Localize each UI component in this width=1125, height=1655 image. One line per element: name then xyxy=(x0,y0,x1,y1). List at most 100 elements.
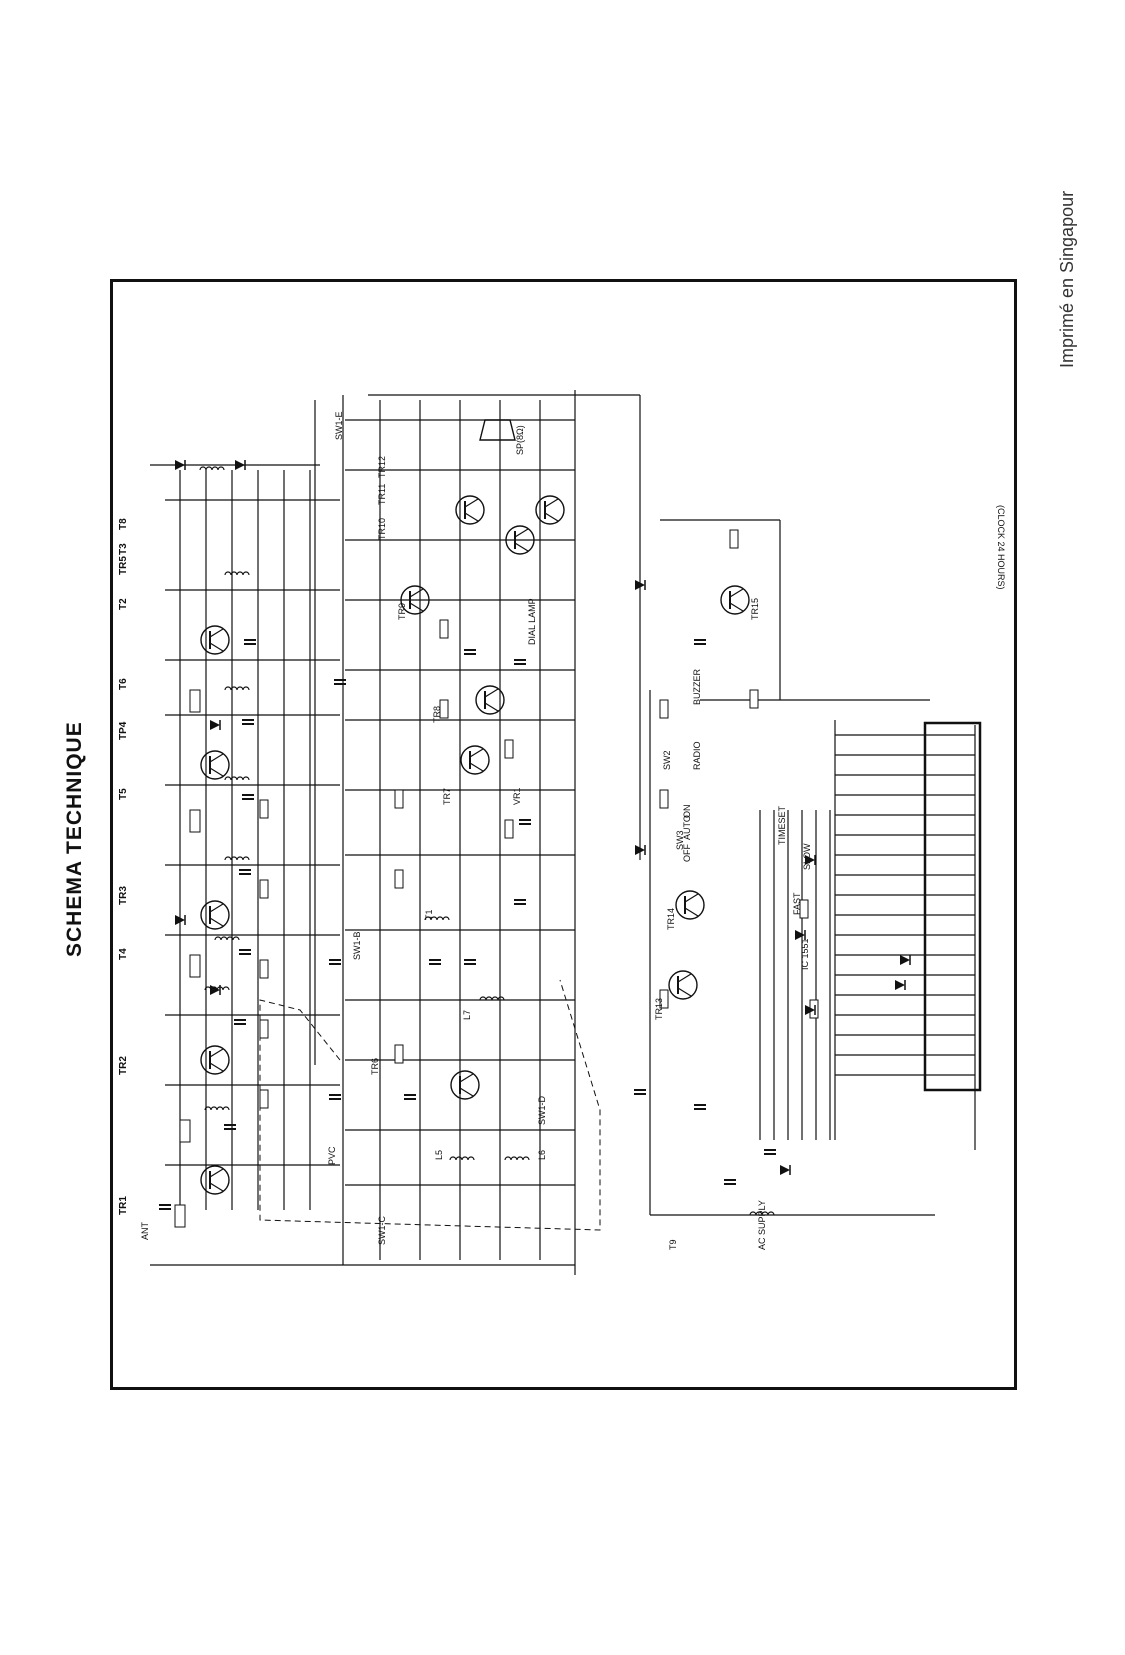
diode-symbol xyxy=(805,855,815,865)
resistor-symbol xyxy=(189,809,201,833)
resistor-symbol xyxy=(729,529,739,549)
stage-label: T2 xyxy=(118,598,129,610)
resistor-symbol xyxy=(179,1119,191,1143)
transistor-emitter xyxy=(459,1087,474,1097)
coil-turn xyxy=(224,856,232,861)
coil-turn xyxy=(442,916,450,921)
coil-turn xyxy=(461,1156,469,1161)
transistor-symbol xyxy=(720,585,750,615)
transistor-emitter xyxy=(209,1182,224,1192)
transistor-emitter xyxy=(209,917,224,927)
resistor-symbol xyxy=(259,1019,269,1039)
transistor-emitter xyxy=(684,907,699,917)
transistor-collector xyxy=(514,528,529,538)
coil-turn xyxy=(236,856,244,861)
coil-turn xyxy=(224,776,232,781)
coil-turn xyxy=(222,986,230,991)
transistor-collector xyxy=(409,588,424,598)
section-label: TR12 xyxy=(377,456,387,478)
section-label: TR13 xyxy=(654,998,664,1020)
transistor-symbol xyxy=(200,750,230,780)
section-label: SLOW xyxy=(802,843,812,870)
transistor-collector xyxy=(464,498,479,508)
section-label: SW1-B xyxy=(352,931,362,960)
transistor-symbol xyxy=(505,525,535,555)
switch-mode-label: ON xyxy=(682,805,692,819)
schematic-frame xyxy=(110,279,1017,1390)
section-label: PVC xyxy=(327,1146,337,1165)
section-label: TR6 xyxy=(370,1058,380,1075)
labels-layer: TR1TR2T4TR3T5TP4T6T2TR5T3T8ANTPVCSW1-CSW… xyxy=(118,411,1006,1250)
section-label: TR9 xyxy=(397,603,407,620)
coil-turn xyxy=(211,466,219,471)
gang-link xyxy=(259,979,601,1231)
transistor-symbol xyxy=(460,745,490,775)
diode-symbol xyxy=(635,580,645,590)
transistor-symbol xyxy=(200,1165,230,1195)
section-label: TR14 xyxy=(666,908,676,930)
coil-turn xyxy=(467,1156,475,1161)
diode-symbol xyxy=(805,1005,815,1015)
transistor-collector xyxy=(209,1168,224,1178)
section-label: TR7 xyxy=(442,788,452,805)
diode-symbol xyxy=(635,845,645,855)
resistor-symbol xyxy=(259,879,269,899)
diode-symbol xyxy=(175,460,185,470)
section-label: TR11 xyxy=(377,484,387,505)
coil-turn xyxy=(236,686,244,691)
coil-turn xyxy=(224,686,232,691)
speaker-icon xyxy=(479,419,516,441)
stage-label: T4 xyxy=(118,948,129,960)
resistor-symbol xyxy=(259,959,269,979)
transistor-collector xyxy=(209,628,224,638)
coil-turn xyxy=(449,1156,457,1161)
coil-turn xyxy=(436,916,444,921)
stage-label: TR2 xyxy=(118,1056,129,1075)
section-label: FAST xyxy=(792,892,802,915)
resistor-symbol xyxy=(394,1044,404,1064)
stage-label: TR5 xyxy=(118,556,129,575)
resistor-symbol xyxy=(439,699,449,719)
transistor-symbol xyxy=(668,970,698,1000)
display-block xyxy=(923,721,982,1092)
coil-turn xyxy=(214,936,222,941)
transistor-symbol xyxy=(400,585,430,615)
coil-turn xyxy=(497,996,505,1001)
transistor-symbol xyxy=(200,625,230,655)
transistor-collector xyxy=(684,893,699,903)
transistor-collector xyxy=(677,973,692,983)
diode-symbol xyxy=(235,460,245,470)
resistor-symbol xyxy=(504,739,514,759)
section-label: TR15 xyxy=(750,598,760,620)
stage-label: T8 xyxy=(118,518,129,530)
coil-turn xyxy=(210,1106,218,1111)
section-label: T1 xyxy=(424,909,434,920)
transistor-emitter xyxy=(209,642,224,652)
coil-turn xyxy=(522,1156,530,1161)
stage-label: TR1 xyxy=(118,1196,129,1215)
transistor-symbol xyxy=(475,685,505,715)
resistor-symbol xyxy=(504,819,514,839)
diode-symbol xyxy=(210,985,220,995)
coil-turn xyxy=(242,571,250,576)
resistor-symbol xyxy=(799,899,809,919)
stage-label: TR3 xyxy=(118,886,129,905)
resistor-symbol xyxy=(659,989,669,1009)
stage-label: T5 xyxy=(118,788,129,800)
transistor-collector xyxy=(209,753,224,763)
wires-layer xyxy=(150,390,976,1275)
section-label: SW1-E xyxy=(334,411,344,440)
coil-turn xyxy=(224,571,232,576)
transistor-collector xyxy=(729,588,744,598)
section-label: TR8 xyxy=(432,706,442,723)
transistor-collector xyxy=(544,498,559,508)
section-label: AC SUPPLY xyxy=(757,1200,767,1250)
clock-note: (CLOCK 24 HOURS) xyxy=(996,505,1006,590)
coil-turn xyxy=(236,776,244,781)
section-label: L7 xyxy=(462,1010,472,1020)
diode-symbol xyxy=(210,720,220,730)
transistor-emitter xyxy=(464,512,479,522)
section-label: SW2 xyxy=(662,750,672,770)
section-label: BUZZER xyxy=(692,668,702,705)
transistor-emitter xyxy=(469,762,484,772)
